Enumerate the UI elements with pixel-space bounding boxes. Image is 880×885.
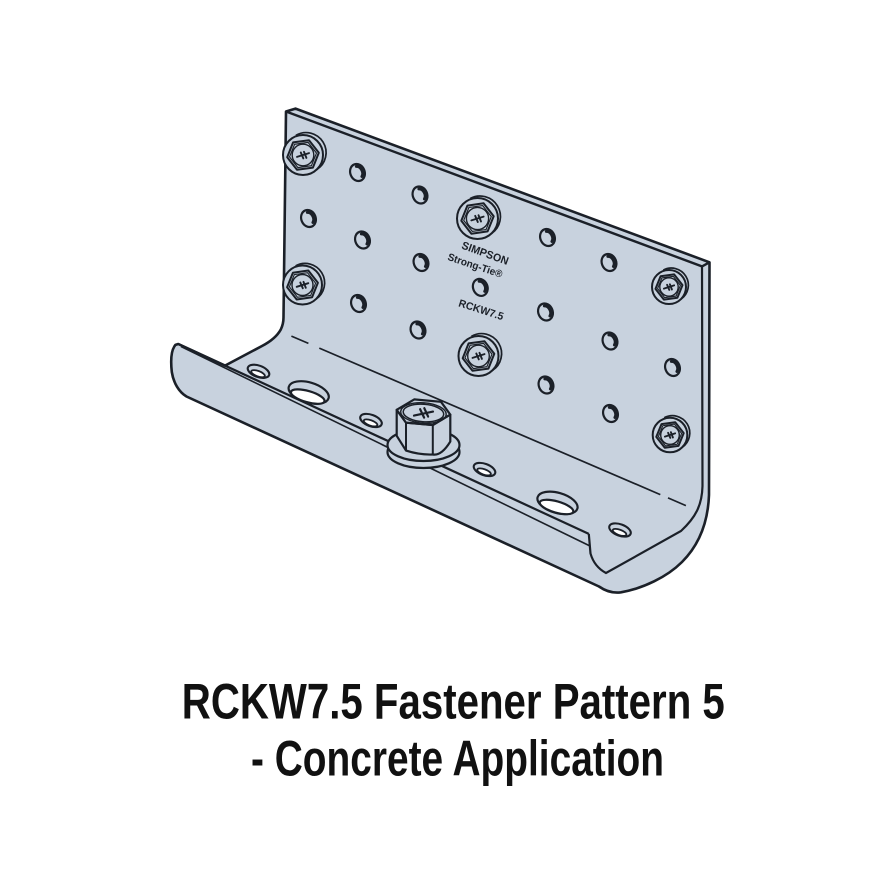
svg-text:- Concrete Application: - Concrete Application xyxy=(251,731,664,787)
svg-text:RCKW7.5 Fastener Pattern 5: RCKW7.5 Fastener Pattern 5 xyxy=(182,674,725,730)
